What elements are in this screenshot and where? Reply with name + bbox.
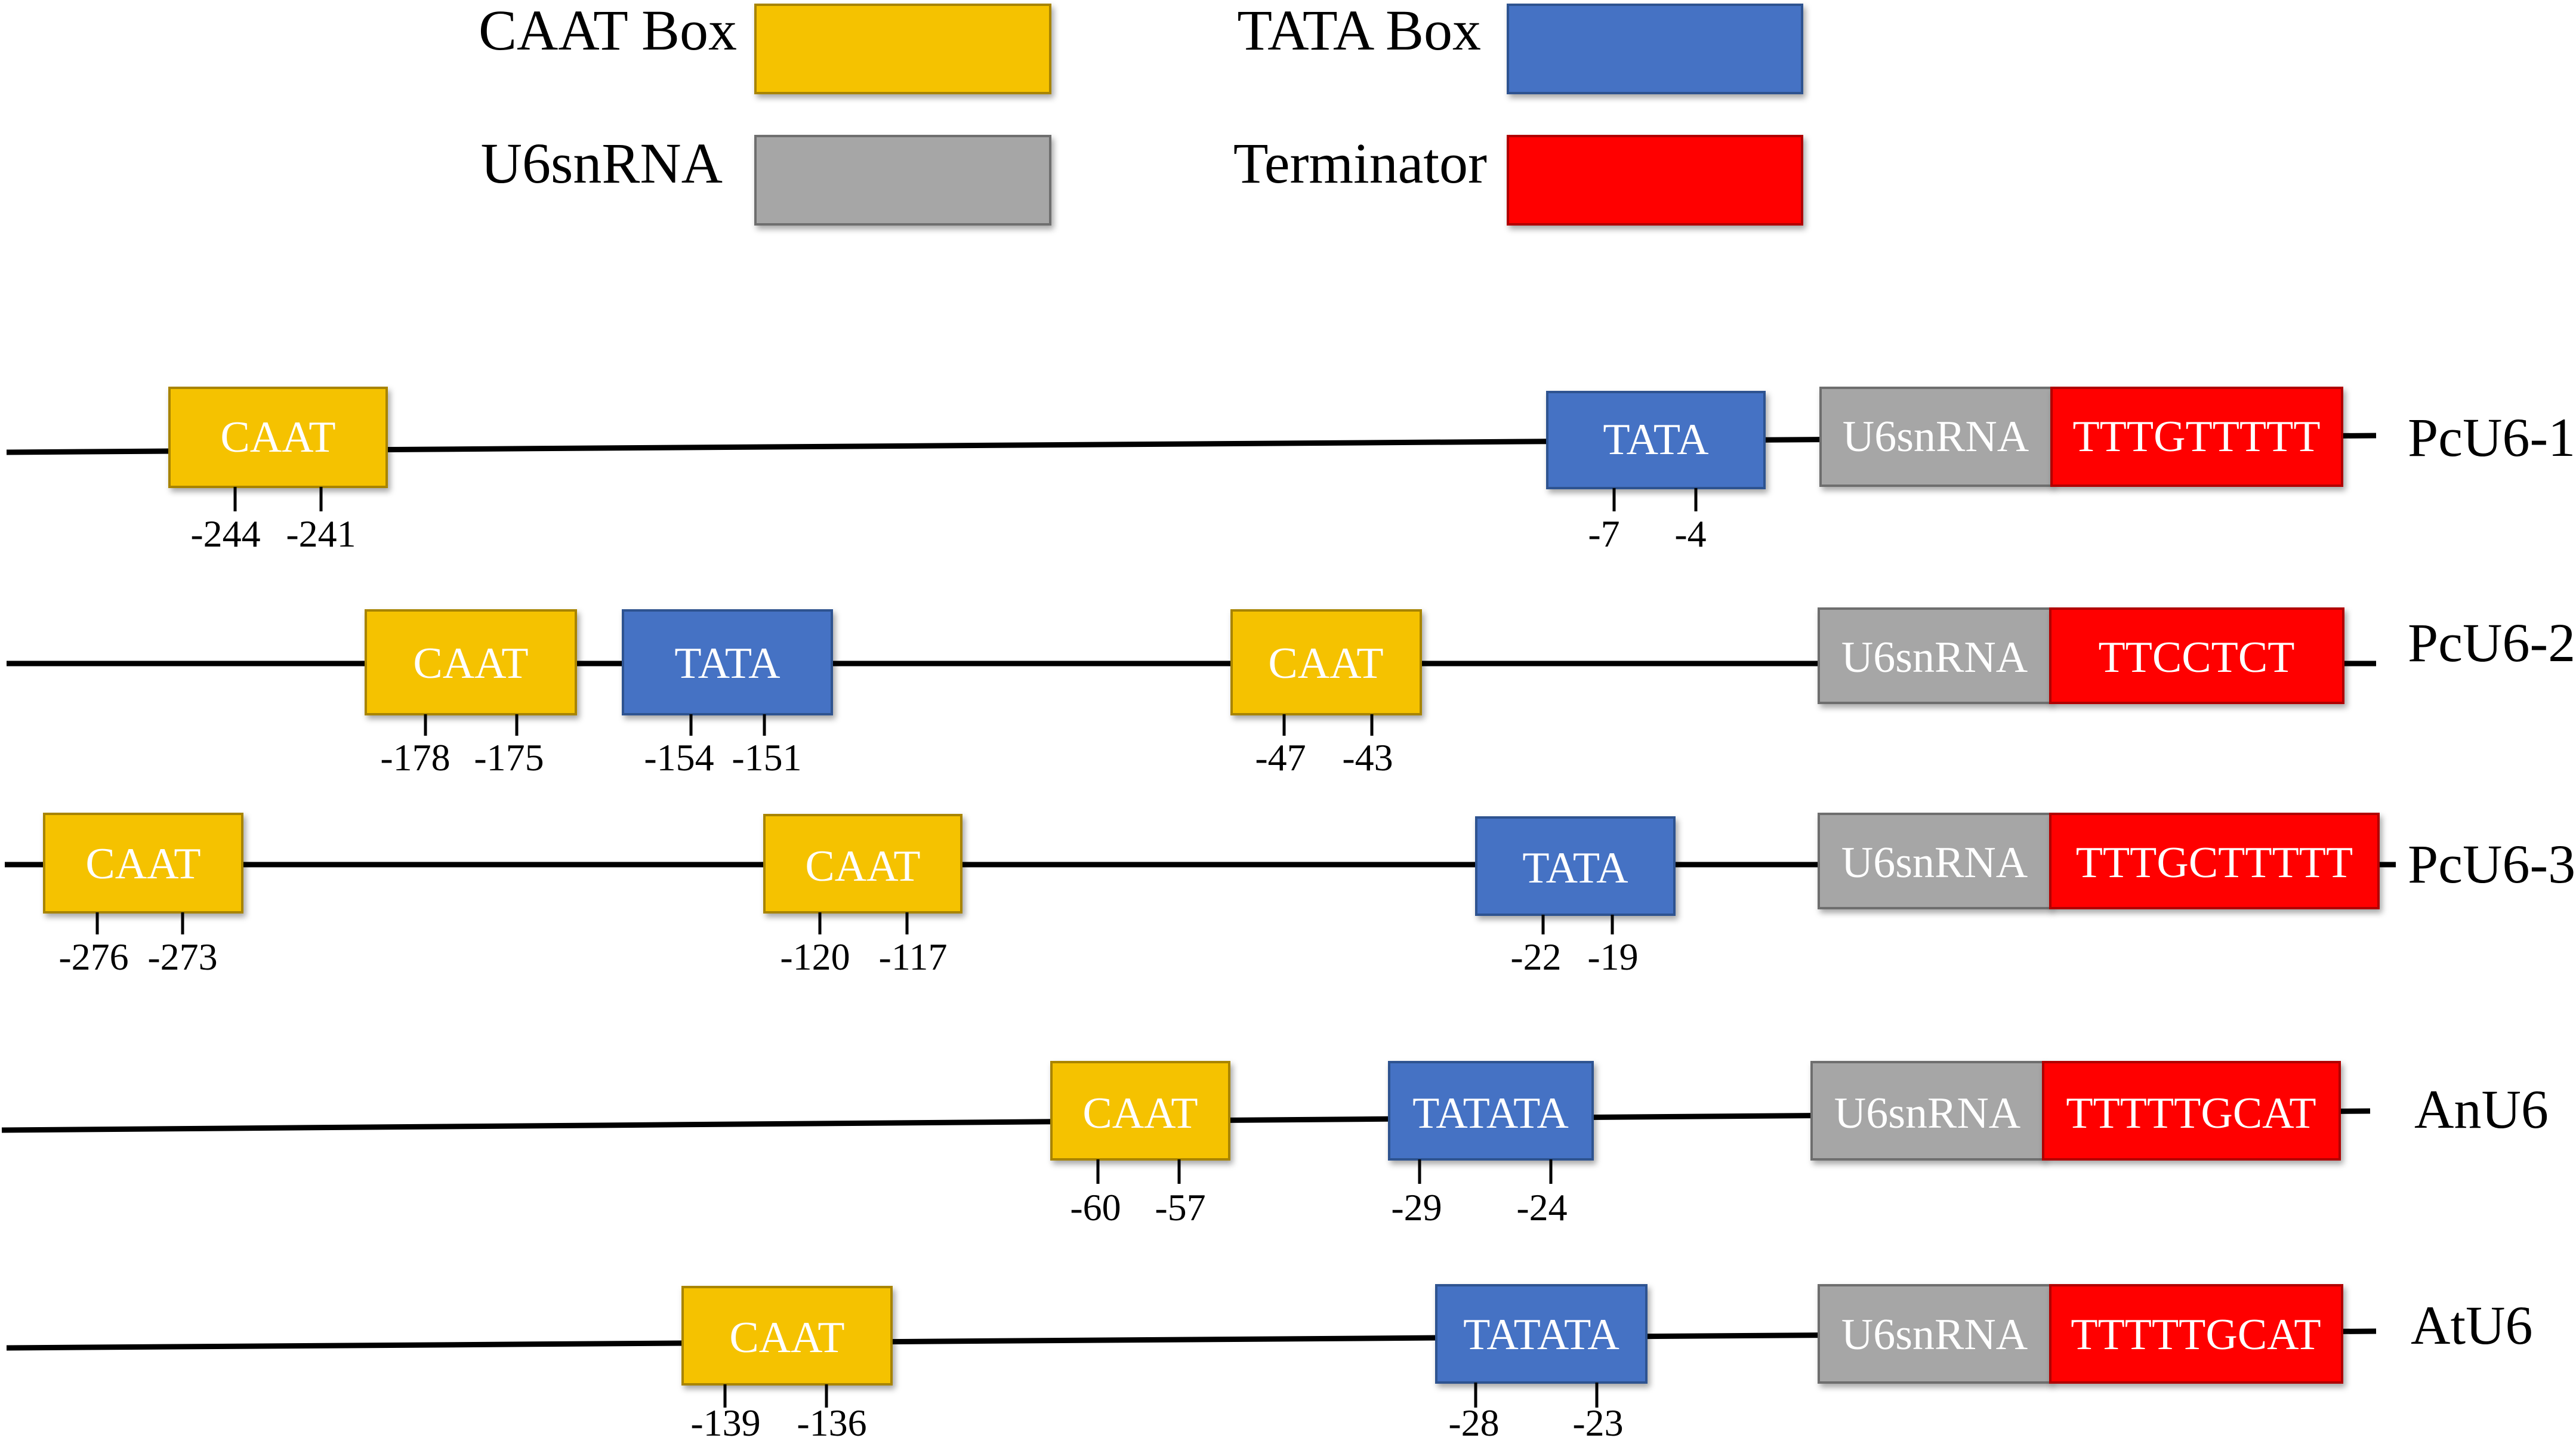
caat-box [168,387,388,488]
construct-name: AnU6 [2414,1079,2549,1140]
position-label: -241 [286,513,356,555]
tata-box-label: TATATA [1463,1310,1619,1359]
caat-box-label: CAAT [220,413,335,462]
u6snrna-box-label: U6snRNA [1841,1310,2028,1359]
position-label: -43 [1342,736,1393,779]
construct-atu6: CAAT -139 -136 TATATA -28 -23 U6snRNA TT… [6,1284,2532,1441]
position-label: -7 [1588,513,1619,555]
terminator-box [2050,387,2343,487]
legend-swatch-terminator [1507,135,1803,226]
tata-box-label: TATA [674,639,780,688]
legend-swatch-u6snrna [754,135,1051,226]
position-label: -60 [1070,1186,1121,1229]
terminator-box [2042,1061,2341,1161]
tata-box [1435,1284,1648,1384]
caat-box-label: CAAT [729,1313,844,1362]
construct-name: PcU6-1 [2408,407,2575,468]
caat-box [1050,1061,1230,1161]
legend-label-caat: CAAT Box [479,0,737,62]
tata-box [1475,816,1676,916]
construct-name: PcU6-2 [2408,612,2575,673]
position-label: -4 [1674,513,1706,555]
caat-box [43,813,243,914]
u6snrna-box-label: U6snRNA [1834,1089,2020,1138]
u6snrna-box [1810,1061,2044,1161]
terminator-box-label: TTTTTGCAT [2066,1089,2316,1138]
caat-box-label: CAAT [85,840,200,888]
terminator-box-label: TTCCTCT [2099,633,2295,682]
construct-pcu6-1: CAAT -244 -241 TATA -7 -4 U6snRNA TTTGTT… [6,387,2575,555]
caat-box [365,609,577,715]
position-label: -139 [690,1402,760,1441]
legend-label-tata: TATA Box [1237,0,1481,62]
u6snrna-box-label: U6snRNA [1841,838,2028,887]
terminator-box [2049,607,2344,704]
tata-box-label: TATATA [1412,1089,1569,1138]
position-label: -175 [474,736,544,779]
caat-box [681,1286,893,1386]
position-label: -57 [1155,1186,1205,1229]
terminator-box-label: TTTGCTTTTT [2076,838,2353,887]
caat-box-label: CAAT [1268,639,1383,688]
position-label: -24 [1516,1186,1567,1229]
position-label: -23 [1572,1402,1623,1441]
position-label: -28 [1448,1402,1499,1441]
caat-box [1230,609,1422,715]
caat-box-label: CAAT [805,842,920,891]
position-label: -117 [879,936,948,978]
position-label: -244 [190,513,260,555]
legend-label-u6snrna: U6snRNA [481,131,723,195]
position-label: -273 [147,936,217,978]
caat-box [763,814,962,914]
tata-box-label: TATA [1603,415,1708,464]
construct-name: PcU6-3 [2408,834,2575,894]
position-label: -19 [1587,936,1638,978]
legend-swatch-tata [1507,4,1803,94]
tata-box [622,609,833,715]
u6snrna-box-label: U6snRNA [1843,412,2029,461]
construct-name: AtU6 [2411,1295,2532,1356]
legend-swatch-caat [754,4,1051,94]
u6snrna-box-label: U6snRNA [1841,633,2028,682]
position-label: -154 [644,736,714,779]
terminator-box-label: TTTTTGCAT [2071,1310,2321,1359]
caat-box-label: CAAT [1082,1089,1198,1138]
position-label: -136 [797,1402,866,1441]
construct-pcu6-3: CAAT -276 -273 CAAT -120 -117 TATA -22 -… [5,813,2575,978]
construct-pcu6-2: CAAT -178 -175 TATA -154 -151 CAAT -47 -… [7,607,2575,779]
position-label: -178 [380,736,450,779]
position-label: -151 [732,736,801,779]
u6snrna-box [1819,387,2053,487]
terminator-box-label: TTTGTTTTT [2072,412,2320,461]
position-label: -47 [1255,736,1306,779]
legend: CAAT Box TATA Box U6snRNA Terminator [479,0,1803,226]
legend-label-terminator: Terminator [1233,131,1487,195]
tata-box-label: TATA [1522,844,1628,893]
position-label: -120 [780,936,850,978]
construct-anu6: CAAT -60 -57 TATATA -29 -24 U6snRNA TTTT… [1,1061,2549,1229]
position-label: -276 [58,936,128,978]
terminator-box [2049,813,2380,909]
position-label: -22 [1510,936,1561,978]
tata-box [1388,1061,1594,1161]
position-label: -29 [1391,1186,1442,1229]
tata-box [1546,391,1766,489]
terminator-box [2049,1284,2343,1384]
caat-box-label: CAAT [413,639,528,688]
